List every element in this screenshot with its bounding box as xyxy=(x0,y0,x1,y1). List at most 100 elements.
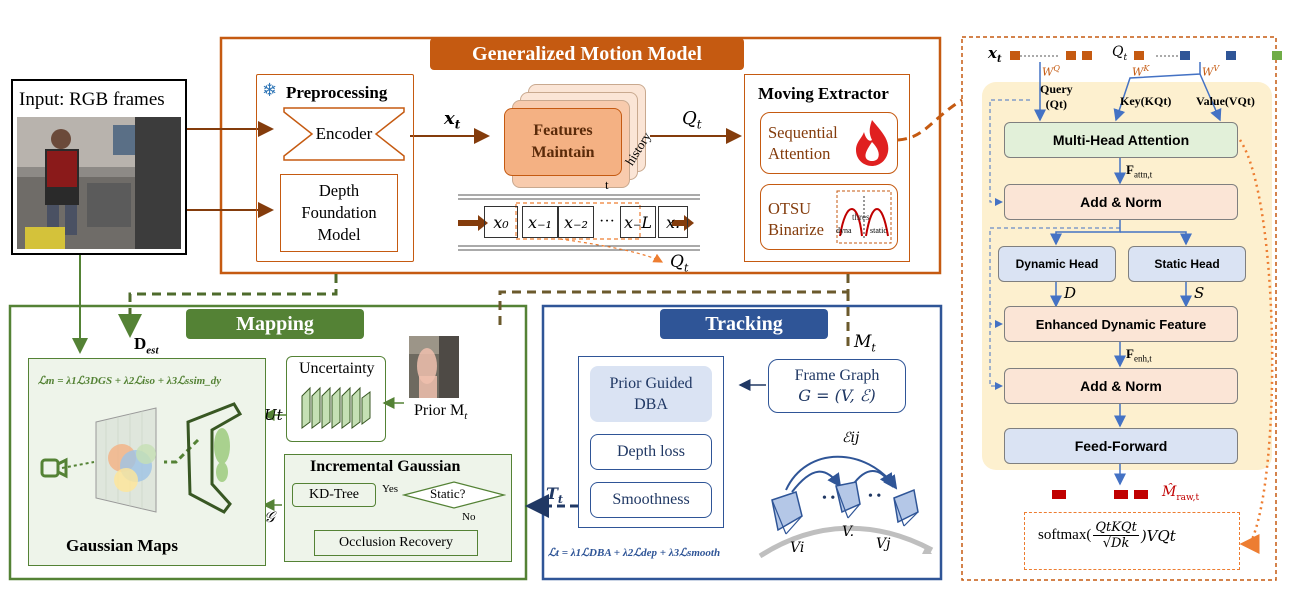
moving-extractor-panel xyxy=(744,74,910,262)
value-label: Value(VQt) xyxy=(1196,94,1255,108)
query-label: Query (Qt) xyxy=(1040,82,1073,112)
softmax-formula-box xyxy=(1024,512,1240,570)
wk-label: WK xyxy=(1132,64,1149,79)
smoothness-box: Smoothness xyxy=(590,482,712,518)
x-token-row xyxy=(1010,51,1092,60)
otsu-thres: thres xyxy=(852,212,870,222)
sequence-ellipsis: ··· xyxy=(599,213,615,230)
encoder-label: Encoder xyxy=(315,124,373,143)
attn-x-letter: x xyxy=(988,44,997,62)
sequence-cell: x₋₁ xyxy=(522,206,558,238)
feature-sequence: x₀ x₋₁ x₋₂ ··· x₋L x. xyxy=(484,206,688,238)
wv-label: WV xyxy=(1202,64,1219,79)
softmax-numerator: QtKQt xyxy=(1093,520,1139,536)
e-ij-label: ℰij xyxy=(842,430,860,446)
flame-icon xyxy=(856,120,889,166)
seq-attn-line1: Sequential xyxy=(768,123,838,142)
incremental-gaussian-panel xyxy=(284,454,512,562)
q-token xyxy=(1134,51,1144,60)
wv-letter: W xyxy=(1202,65,1214,79)
multi-head-attention-box: Multi-Head Attention xyxy=(1004,122,1238,158)
m-raw-token xyxy=(1134,490,1148,499)
m-t-label: Mt xyxy=(854,332,876,354)
f-enh-label: Fenh,t xyxy=(1126,346,1152,364)
prior-m-sub: t xyxy=(464,410,468,423)
svg-text:• •: • • xyxy=(868,489,881,504)
otsu-box xyxy=(760,184,898,250)
feed-forward-box: Feed-Forward xyxy=(1004,428,1238,464)
features-maintain-card: Features Maintain xyxy=(504,108,622,176)
frame-graph-line2: G = (V, ℰ) xyxy=(798,386,876,405)
t-t-letter: T xyxy=(546,484,558,503)
dynamic-head-box: Dynamic Head xyxy=(998,246,1116,282)
wv-sup: V xyxy=(1213,64,1220,73)
q-t-sub: t xyxy=(696,117,702,132)
x-token xyxy=(1066,51,1076,60)
m-raw-token xyxy=(1052,490,1066,499)
q-below-sub: t xyxy=(683,261,689,275)
wk-letter: W xyxy=(1132,65,1144,79)
input-panel: Input: RGB frames xyxy=(11,79,187,255)
uncertainty-layers-icon xyxy=(301,386,371,429)
m-t-letter: M xyxy=(854,332,872,352)
v-j-label: Vj xyxy=(876,536,891,552)
q-t-letter: Q xyxy=(682,108,697,129)
input-label: Input: RGB frames xyxy=(19,89,165,110)
q-token-row xyxy=(1134,51,1282,60)
prior-dba-line2: DBA xyxy=(634,396,668,413)
enhanced-dynamic-feature-box: Enhanced Dynamic Feature xyxy=(1004,306,1238,342)
g-label: 𝒢 xyxy=(264,508,275,526)
m-raw-sub: raw,t xyxy=(1176,492,1200,503)
gmm-title: Generalized Motion Model xyxy=(430,38,744,70)
q-t-label: Qt xyxy=(682,108,702,132)
dba-stack-panel xyxy=(578,356,724,528)
t-t-sub: t xyxy=(557,493,563,507)
sequential-attention-label: Sequential Attention xyxy=(768,122,838,164)
otsu-histogram-icon xyxy=(836,190,892,244)
features-label-2: Maintain xyxy=(531,144,595,161)
softmax-fraction: QtKQt √Dk xyxy=(1093,520,1139,551)
t-t-label: Tt xyxy=(546,484,563,506)
add-norm-box-1: Add & Norm xyxy=(1004,184,1238,220)
svg-text:• •: • • xyxy=(822,491,835,506)
softmax-prefix: softmax( xyxy=(1038,527,1092,543)
wq-label: WQ xyxy=(1042,64,1060,79)
features-t-label: t xyxy=(605,177,609,192)
m-raw-letter: M̂ xyxy=(1162,484,1177,500)
sequence-cell: x. xyxy=(658,206,688,238)
u-t-label: Ut xyxy=(264,406,283,424)
q-token xyxy=(1180,51,1190,60)
q-token xyxy=(1272,51,1282,60)
otsu-label: OTSU Binarize xyxy=(768,198,824,240)
kd-tree-box: KD-Tree xyxy=(292,483,376,507)
preprocessing-panel xyxy=(256,74,414,262)
otsu-dyna: dyna xyxy=(836,226,852,235)
f-attn-sub: attn,t xyxy=(1133,169,1153,180)
q-token xyxy=(1226,51,1236,60)
m-raw-label: M̂raw,t xyxy=(1162,484,1199,503)
occlusion-recovery-box: Occlusion Recovery xyxy=(314,530,478,556)
f-enh-letter: F xyxy=(1126,346,1134,361)
sequence-cell: x₀ xyxy=(484,206,518,238)
uncertainty-panel xyxy=(286,356,386,442)
gaussian-scene-icon xyxy=(40,402,243,514)
gaussian-maps-label: Gaussian Maps xyxy=(66,536,178,555)
otsu-line2: Binarize xyxy=(768,220,824,239)
features-label-1: Features xyxy=(533,122,593,139)
static-decision-label: Static? xyxy=(430,486,466,501)
rgb-frame-image xyxy=(17,117,181,249)
depth-model-label: Depth Foundation Model xyxy=(301,181,377,244)
attn-q-sub: t xyxy=(1123,52,1128,63)
d-est-label: Dest xyxy=(134,334,159,356)
attn-x-sub: t xyxy=(996,54,1002,65)
query-line2: (Qt) xyxy=(1045,97,1067,111)
attn-x-t-label: xt xyxy=(988,44,1002,65)
q-t-below-label: Qt xyxy=(670,252,688,274)
sequential-attention-box xyxy=(760,112,898,174)
prior-dba-line1: Prior Guided xyxy=(609,375,693,392)
m-raw-token xyxy=(1114,490,1128,499)
frame-graph-box: Frame Graph G = (V, ℰ) xyxy=(768,359,906,413)
d-est-letter: D xyxy=(134,334,147,353)
uncertainty-label: Uncertainty xyxy=(299,360,375,377)
v-i-label: Vi xyxy=(790,540,805,556)
